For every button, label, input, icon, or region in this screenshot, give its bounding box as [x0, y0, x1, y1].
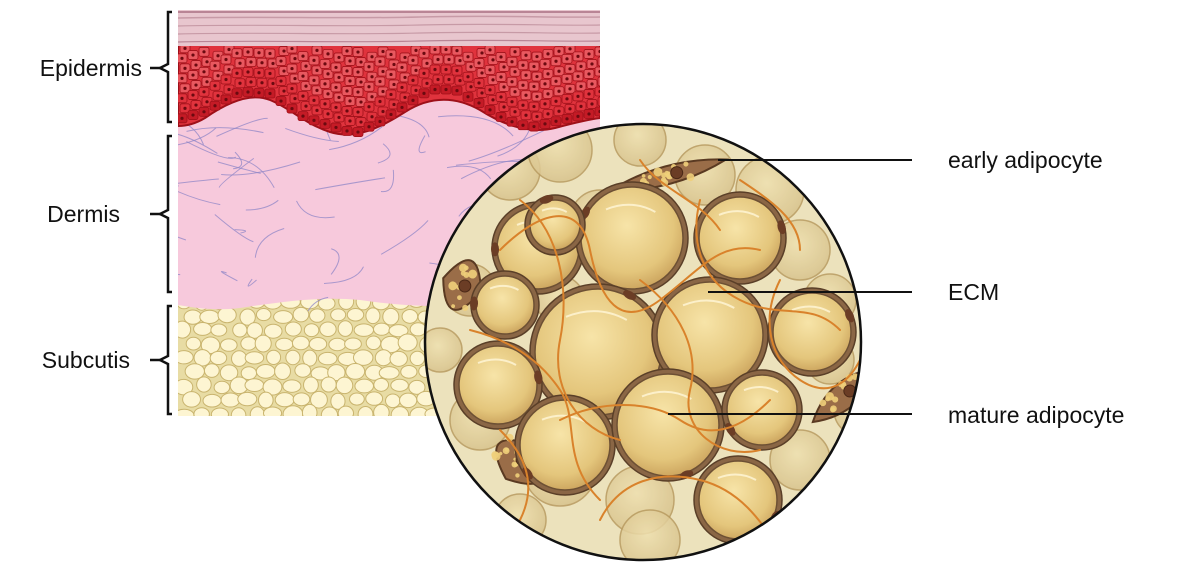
layer-bracket-subcutis: Subcutis — [42, 306, 172, 414]
label-mature-adipocyte: mature adipocyte — [948, 402, 1124, 428]
label-epidermis: Epidermis — [40, 55, 142, 81]
mature-adipocyte-cell — [576, 182, 688, 294]
label-dermis: Dermis — [47, 201, 120, 227]
label-ecm: ECM — [948, 279, 999, 305]
mature-adipocyte-cell — [515, 395, 615, 495]
label-early-adipocyte: early adipocyte — [948, 147, 1103, 173]
mature-adipocyte-cell — [612, 369, 724, 481]
layer-bracket-epidermis: Epidermis — [40, 12, 172, 122]
mature-adipocyte-cell — [470, 271, 539, 339]
layer-bracket-dermis: Dermis — [47, 136, 172, 292]
mature-adipocyte-cell — [722, 370, 802, 450]
label-subcutis: Subcutis — [42, 347, 130, 373]
